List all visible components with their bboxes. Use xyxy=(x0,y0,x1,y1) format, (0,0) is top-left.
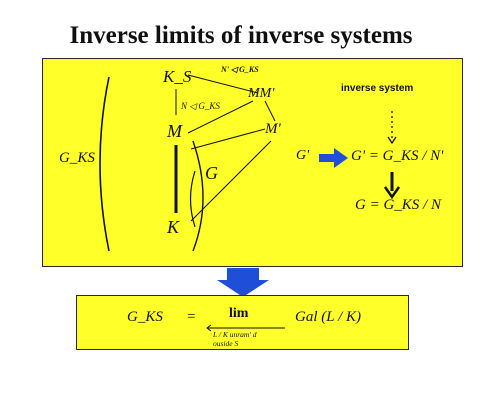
lim-arrow-icon xyxy=(206,324,285,332)
m-mprime-line xyxy=(190,128,266,150)
down-arrow-icon xyxy=(217,268,269,297)
inverse-system-label: inverse system xyxy=(341,83,414,94)
gks-label: G_KS xyxy=(59,150,95,166)
diagram-lines xyxy=(99,74,401,252)
blue-right-arrow xyxy=(319,148,348,168)
g-parenthesis xyxy=(189,170,196,228)
formula-equals: = xyxy=(187,309,196,325)
mprime-k-line xyxy=(190,140,272,222)
dotted-arrow-head xyxy=(387,136,397,145)
m-label: M xyxy=(167,121,182,141)
slide-title: Inverse limits of inverse systems xyxy=(69,22,413,49)
mm-m-line xyxy=(187,100,254,134)
k-label: K xyxy=(167,217,180,237)
left-parenthesis xyxy=(99,76,110,252)
formula-box: G_KS = lim L / K unram' d ouside S Gal (… xyxy=(76,295,409,350)
n-normal-label: N ◁ G_KS xyxy=(181,101,220,111)
g-label: G xyxy=(205,163,218,183)
ks-label: K_S xyxy=(163,67,192,86)
formula-subscript-line2: ouside S xyxy=(213,339,239,348)
formula-lim: lim xyxy=(229,306,249,321)
formula-rhs: Gal (L / K) xyxy=(295,309,361,325)
g-equation: G = G_KS / N xyxy=(355,197,441,213)
gprime-g-arrow-head xyxy=(383,186,401,200)
mm-mprime-line xyxy=(264,100,276,122)
formula-lhs: G_KS xyxy=(127,309,163,325)
ks-mm-line xyxy=(187,74,259,94)
mm-prime-label: MM' xyxy=(248,86,275,101)
g-prime-label: G' xyxy=(296,148,310,163)
formula-subscript-line1: L / K unram' d xyxy=(213,330,257,339)
g-prime-equation: G' = G_KS / N' xyxy=(351,148,444,164)
n-prime-normal-label: N' ◁ G_KS xyxy=(221,65,259,74)
m-prime-label: M' xyxy=(265,121,281,137)
right-parenthesis xyxy=(192,140,204,252)
diagram-box: G_KS K_S N' ◁ G_KS MM' N ◁ G_KS M M' G K… xyxy=(42,58,463,267)
